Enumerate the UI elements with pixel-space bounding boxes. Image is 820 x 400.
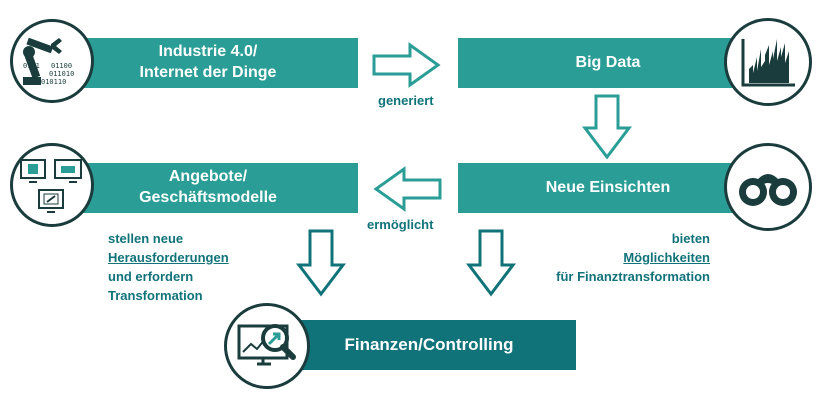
node-angebote: Angebote/ Geschäftsmodelle <box>58 163 358 213</box>
einsichten-icon <box>724 143 812 231</box>
note-right: bieten Möglichkeiten für Finanztransform… <box>520 230 710 287</box>
binary-row-3: 011010 <box>49 70 74 78</box>
note-left-line-2: Herausforderungen <box>108 249 229 265</box>
edge-label-ermoeglicht: ermöglicht <box>367 217 434 232</box>
computer-screens-icon <box>20 159 82 213</box>
note-left-line-4: Transformation <box>108 287 203 303</box>
bigdata-icon <box>724 18 812 106</box>
note-right-line-2: Möglichkeiten <box>623 249 710 265</box>
note-right-line-3: für Finanztransformation <box>556 268 710 284</box>
note-right-line-1: bieten <box>671 231 710 246</box>
node-einsichten: Neue Einsichten <box>458 163 758 213</box>
robot-arm-icon: 0101 01100 011010 010110 <box>23 37 74 86</box>
binary-row-4: 010110 <box>41 78 66 86</box>
edge-label-generiert: generiert <box>378 93 434 108</box>
note-left-line-1: stellen neue <box>108 231 184 246</box>
angebote-icon <box>10 143 94 227</box>
note-left: stellen neue Herausforderungen und erfor… <box>108 230 229 305</box>
binary-row-2: 01100 <box>51 62 72 70</box>
binary-row-1: 0101 <box>23 62 40 70</box>
note-left-line-3: und erfordern <box>108 268 194 284</box>
arrow-right-generiert <box>372 42 441 88</box>
bar-chart-icon <box>741 39 795 87</box>
arrow-left-ermoeglicht <box>373 166 442 212</box>
monitor-magnifier-icon <box>237 324 296 366</box>
arrow-down-left <box>295 229 347 297</box>
binoculars-icon <box>739 174 797 206</box>
arrow-down-right <box>465 229 517 297</box>
arrow-down-bigdata <box>581 94 633 160</box>
node-bigdata: Big Data <box>458 38 758 88</box>
finanzen-icon <box>224 303 310 389</box>
industrie-icon: 0101 01100 011010 010110 <box>10 19 94 103</box>
node-finanzen: Finanzen/Controlling <box>262 320 576 370</box>
node-industrie: Industrie 4.0/ Internet der Dinge <box>58 38 358 88</box>
